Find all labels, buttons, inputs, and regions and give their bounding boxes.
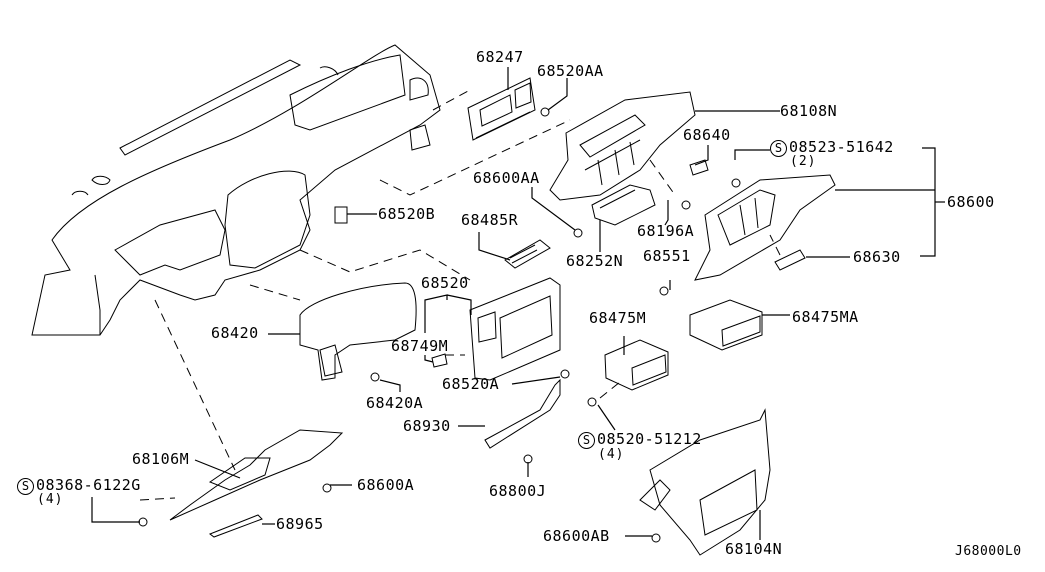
part-label-68930[interactable]: 68930	[403, 417, 451, 435]
part-label-68551[interactable]: 68551	[643, 247, 691, 265]
standard-part-icon: S	[578, 432, 595, 449]
instrument-panel-drawing	[31, 44, 441, 336]
part-label-68630[interactable]: 68630	[853, 248, 901, 266]
part-label-68485R[interactable]: 68485R	[461, 211, 519, 229]
fasteners	[138, 107, 741, 543]
part-quantity-08523-51642: (2)	[790, 154, 817, 169]
part-label-68520[interactable]: 68520	[421, 274, 469, 292]
part-quantity-08520-51212: (4)	[598, 447, 625, 462]
part-label-68196A[interactable]: 68196A	[637, 222, 695, 240]
part-label-68640[interactable]: 68640	[683, 126, 731, 144]
part-label-68600AA[interactable]: 68600AA	[473, 169, 540, 187]
part-quantity-08368-6122G: (4)	[37, 492, 64, 507]
lower-side-panel-drawing	[639, 408, 771, 556]
glove-box-lock-drawing	[774, 249, 806, 271]
switch-panel-drawing	[504, 239, 551, 269]
diagram-reference-code: J68000L0	[955, 544, 1022, 559]
part-label-68965[interactable]: 68965	[276, 515, 324, 533]
part-label-68600AB[interactable]: 68600AB	[543, 527, 610, 545]
leader-lines	[91, 67, 945, 540]
center-bezel-drawing	[469, 277, 561, 381]
part-label-68520A[interactable]: 68520A	[442, 375, 500, 393]
part-label-08520-51212[interactable]: 08520-51212	[597, 430, 702, 448]
part-label-68247[interactable]: 68247	[476, 48, 524, 66]
part-label-68420A[interactable]: 68420A	[366, 394, 424, 412]
knee-trim-drawing	[208, 514, 263, 538]
part-label-68520B[interactable]: 68520B	[378, 205, 436, 223]
lower-finisher-drawing	[484, 378, 561, 449]
part-label-08523-51642[interactable]: 08523-51642	[789, 138, 894, 156]
standard-part-icon: S	[770, 140, 787, 157]
part-label-68252N[interactable]: 68252N	[566, 252, 624, 270]
part-label-68475M[interactable]: 68475M	[589, 309, 647, 327]
pocket-drawing	[689, 299, 763, 351]
knee-protector-drawing	[169, 429, 344, 521]
part-label-08368-6122G[interactable]: 08368-6122G	[36, 476, 141, 494]
part-label-68800J[interactable]: 68800J	[489, 482, 547, 500]
console-bracket-drawing	[549, 91, 696, 201]
part-label-68108N[interactable]: 68108N	[780, 102, 838, 120]
glove-box-drawing	[694, 174, 836, 281]
meter-cluster-lid-drawing	[467, 77, 536, 141]
cluster-hood-drawing	[299, 282, 417, 381]
part-label-68104N[interactable]: 68104N	[725, 540, 783, 558]
phantom-lines	[139, 89, 781, 501]
part-label-68475MA[interactable]: 68475MA	[792, 308, 859, 326]
part-label-68106M[interactable]: 68106M	[132, 450, 190, 468]
part-label-68600A[interactable]: 68600A	[357, 476, 415, 494]
ash-tray-drawing	[604, 339, 669, 391]
standard-part-icon: S	[17, 478, 34, 495]
part-label-68749M[interactable]: 68749M	[391, 337, 449, 355]
cup-holder-drawing	[591, 184, 656, 226]
part-label-68600[interactable]: 68600	[947, 193, 995, 211]
part-label-68420[interactable]: 68420	[211, 324, 259, 342]
part-label-68520AA[interactable]: 68520AA	[537, 62, 604, 80]
